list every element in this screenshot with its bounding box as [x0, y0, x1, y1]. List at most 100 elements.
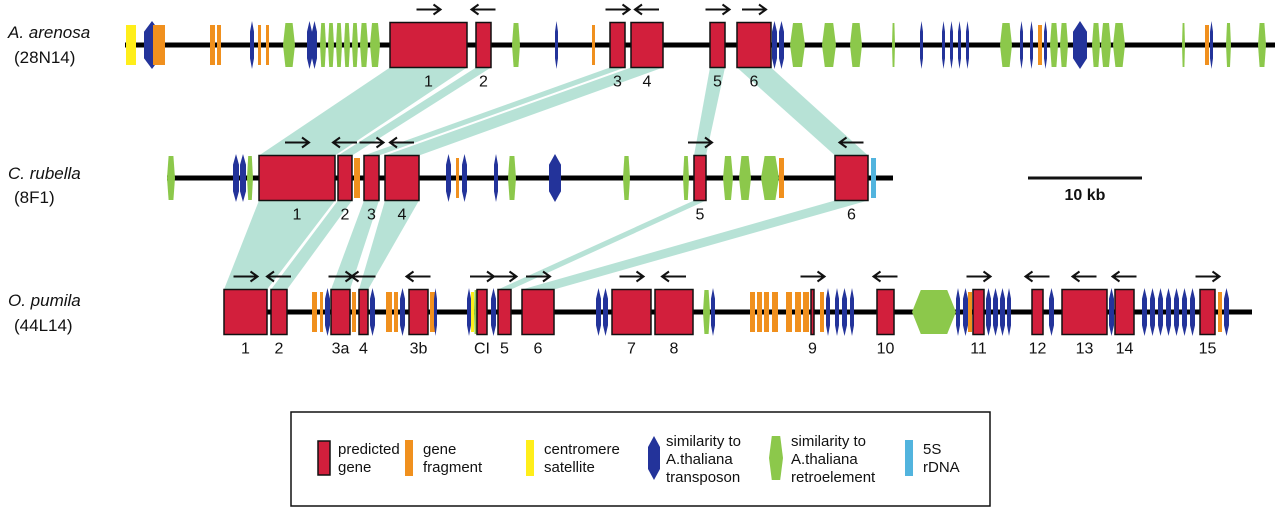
scale-bar-label: 10 kb [1065, 187, 1106, 204]
transposon-element [963, 288, 968, 336]
transposon-element [250, 21, 254, 69]
transposon-element [1000, 288, 1005, 336]
gene-label: 3a [332, 341, 350, 358]
orientation-arrow-head [301, 136, 311, 149]
predicted-gene [1061, 288, 1108, 336]
predicted-gene [630, 21, 664, 69]
centromere-satellite [471, 292, 474, 332]
transposon-element [240, 154, 246, 202]
transposon-element [555, 21, 558, 69]
transposon-element [1166, 288, 1171, 336]
predicted-gene [363, 154, 380, 202]
synteny-band [737, 67, 868, 156]
transposon-element [1210, 21, 1213, 69]
retroelement [336, 23, 342, 67]
scale-bar: 10 kb [1028, 176, 1142, 204]
transposon-element [993, 288, 998, 336]
predicted-gene [358, 288, 369, 336]
clone-id-c-rubella: (8F1) [14, 188, 55, 207]
transposon-element [1224, 288, 1229, 336]
transposon-element [835, 288, 839, 336]
transposon-element [307, 21, 312, 69]
gene-label: 8 [670, 341, 679, 358]
transposon-element [467, 288, 471, 336]
legend-label: centromere [544, 441, 620, 458]
transposon-element [986, 288, 991, 336]
legend-swatch-rdna [905, 440, 913, 476]
gene-label: 2 [341, 207, 350, 224]
transposon-element [966, 21, 969, 69]
gene-label: 6 [750, 74, 759, 91]
predicted-gene [270, 288, 288, 336]
transposon-element [1044, 21, 1047, 69]
legend-swatch-transposon [648, 436, 660, 480]
legend-label: transposon [666, 469, 740, 486]
synteny-band [522, 200, 868, 290]
centromere-satellite [126, 25, 136, 65]
retroelement [1182, 23, 1185, 67]
legend-label: retroelement [791, 469, 876, 486]
retroelement [822, 23, 836, 67]
synteny-band [385, 67, 663, 156]
gene-label: 5 [713, 74, 722, 91]
transposon-element [1109, 288, 1114, 336]
orientation-arrow-head [349, 270, 360, 283]
transposon-element [942, 21, 945, 69]
gene-label: 14 [1116, 341, 1134, 358]
orientation-arrow-head [704, 136, 714, 149]
transposon-element [779, 21, 784, 69]
orientation-arrow-head [542, 270, 552, 283]
transposon-element [491, 288, 496, 336]
gene-label: 1 [424, 74, 433, 91]
retroelement [512, 23, 520, 67]
orientation-arrow-head [816, 270, 827, 283]
legend-label: A.thaliana [666, 451, 733, 468]
retroelement [850, 23, 862, 67]
orientation-arrow-head [721, 3, 732, 16]
synteny-band [259, 67, 467, 156]
legend-label: similarity to [666, 433, 741, 450]
orientation-arrow-head [265, 270, 275, 283]
predicted-gene [810, 288, 815, 336]
species-name-a-arenosa: A. arenosa [7, 23, 90, 42]
transposon-element [549, 154, 561, 202]
synteny-band [364, 67, 625, 156]
retroelement [892, 23, 895, 67]
synteny-bands [224, 67, 868, 290]
legend-swatch-fragment [405, 440, 413, 476]
synteny-band [271, 200, 352, 290]
gene-label: 4 [359, 341, 368, 358]
retroelement [1226, 23, 1231, 67]
gene-fragment [779, 158, 784, 198]
retroelement [247, 156, 253, 200]
transposon-element [446, 154, 451, 202]
transposon-element [1007, 288, 1011, 336]
synteny-band [331, 200, 379, 290]
transposon-element [1020, 21, 1023, 69]
gene-fragment [352, 292, 356, 332]
transposon-element [1190, 288, 1195, 336]
orientation-arrow-head [982, 270, 993, 283]
retroelement [623, 156, 630, 200]
gene-fragment [820, 292, 824, 332]
gene-fragment [354, 158, 360, 198]
legend-label: satellite [544, 459, 595, 476]
transposon-element [325, 288, 330, 336]
gene-fragment [266, 25, 269, 65]
orientation-arrow-head [331, 136, 341, 149]
gene-label: 7 [627, 341, 636, 358]
transposon-element [956, 288, 960, 336]
predicted-gene [609, 21, 626, 69]
predicted-gene [408, 288, 429, 336]
transposon-element [434, 288, 437, 336]
gene-label: 3b [410, 341, 428, 358]
predicted-gene [1031, 288, 1044, 336]
transposon-element [494, 154, 498, 202]
transposon-element [950, 21, 953, 69]
retroelement [360, 23, 368, 67]
retroelement [703, 290, 710, 334]
gene-fragment [803, 292, 809, 332]
orientation-arrow-head [249, 270, 260, 283]
synteny-band [338, 67, 491, 156]
